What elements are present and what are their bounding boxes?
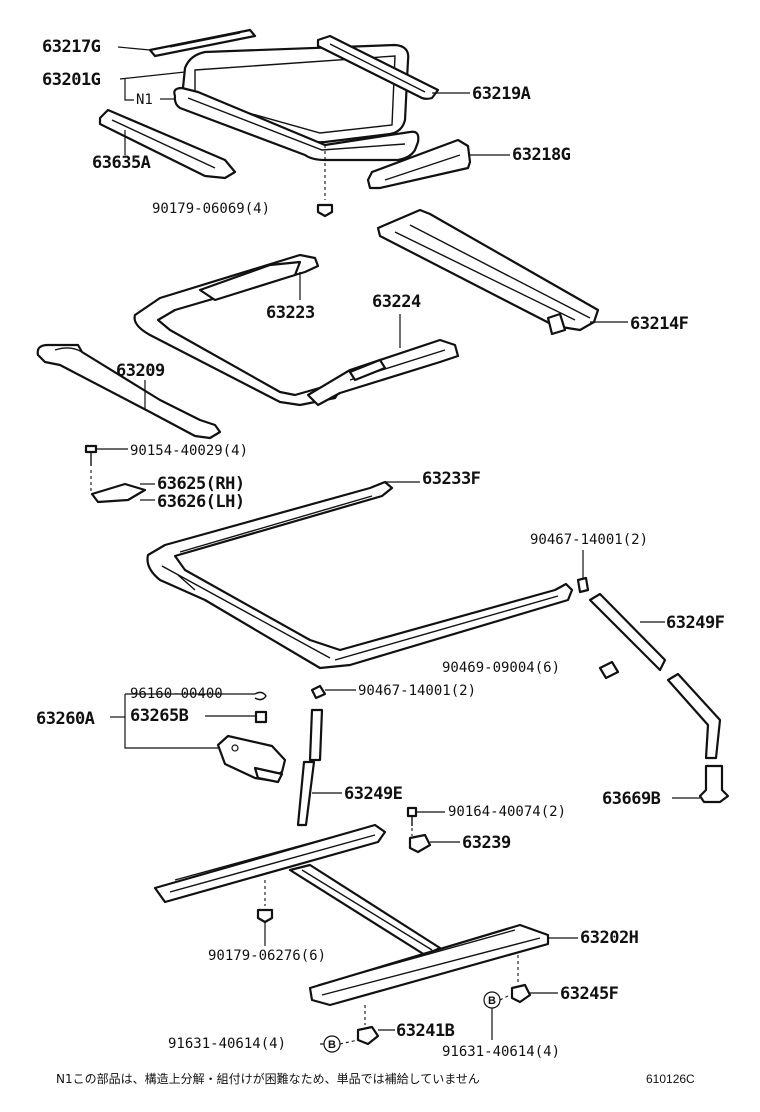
label-91631-40614-a: 91631-40614(4) bbox=[168, 1036, 286, 1052]
label-90179-06069: 90179-06069(4) bbox=[152, 201, 270, 217]
label-96160-00400: 96160-00400 bbox=[130, 686, 223, 702]
marker-b-left: B bbox=[323, 1035, 341, 1053]
part-63249e-hose[interactable] bbox=[296, 708, 324, 827]
label-63265b: 63265B bbox=[130, 706, 189, 726]
diagram-code: 610126C bbox=[646, 1072, 695, 1086]
svg-text:B: B bbox=[328, 1039, 336, 1051]
label-63241b: 63241B bbox=[396, 1021, 455, 1041]
label-63239: 63239 bbox=[462, 833, 511, 853]
label-90467-14001-a: 90467-14001(2) bbox=[530, 532, 648, 548]
part-63249f-hose[interactable] bbox=[588, 592, 722, 760]
bolt-90179-06069[interactable] bbox=[316, 203, 334, 218]
part-63223-frame[interactable] bbox=[133, 253, 342, 407]
nut-90179-06276[interactable] bbox=[256, 908, 274, 924]
label-63217g: 63217G bbox=[42, 37, 101, 57]
label-90164-40074: 90164-40074(2) bbox=[448, 804, 566, 820]
label-63233f: 63233F bbox=[422, 469, 481, 489]
clamp-90469-09004[interactable] bbox=[598, 660, 620, 680]
label-63635a: 63635A bbox=[92, 153, 151, 173]
label-63625: 63625(RH) bbox=[157, 474, 245, 494]
label-63669b: 63669B bbox=[602, 789, 661, 809]
label-90154-40029: 90154-40029(4) bbox=[130, 443, 248, 459]
clip-90467-14001-a[interactable] bbox=[576, 576, 590, 594]
label-63202h: 63202H bbox=[580, 928, 639, 948]
part-63219a[interactable] bbox=[316, 34, 440, 100]
part-63202h-rails[interactable] bbox=[153, 823, 550, 1007]
label-90467-14001-b: 90467-14001(2) bbox=[358, 683, 476, 699]
part-63625-63626-bracket[interactable] bbox=[90, 482, 147, 504]
part-63224[interactable] bbox=[306, 338, 460, 407]
label-63224: 63224 bbox=[372, 292, 421, 312]
label-63219a: 63219A bbox=[472, 84, 531, 104]
part-63260a-motor[interactable] bbox=[216, 734, 287, 784]
part-63669b[interactable] bbox=[698, 764, 730, 804]
label-63249e: 63249E bbox=[344, 784, 403, 804]
part-63214f-rail[interactable] bbox=[376, 208, 600, 336]
clip-90467-14001-b[interactable] bbox=[310, 684, 327, 700]
label-63218g: 63218G bbox=[512, 145, 571, 165]
part-n1-seal[interactable] bbox=[173, 86, 420, 162]
marker-b-right: B bbox=[483, 991, 501, 1009]
part-63233f-housing[interactable] bbox=[146, 480, 574, 670]
part-63245f[interactable] bbox=[510, 983, 532, 1004]
part-63218g[interactable] bbox=[366, 138, 472, 190]
footer-note: N1この部品は、構造上分解・組付けが困難なため、単品では補給していません bbox=[56, 1071, 480, 1086]
part-63241b[interactable] bbox=[356, 1025, 380, 1046]
svg-text:B: B bbox=[488, 995, 496, 1007]
label-63201g: 63201G bbox=[42, 70, 101, 90]
label-63249f: 63249F bbox=[666, 613, 725, 633]
screw-90164-40074[interactable] bbox=[406, 806, 418, 826]
part-63635a[interactable] bbox=[98, 108, 237, 180]
screw-90154-40029[interactable] bbox=[84, 444, 98, 466]
label-63209: 63209 bbox=[116, 361, 165, 381]
label-63260a: 63260A bbox=[36, 709, 95, 729]
label-90469-09004: 90469-09004(6) bbox=[442, 660, 560, 676]
label-63245f: 63245F bbox=[560, 984, 619, 1004]
label-90179-06276: 90179-06276(6) bbox=[208, 948, 326, 964]
label-63626: 63626(LH) bbox=[157, 492, 245, 512]
part-63239[interactable] bbox=[408, 833, 432, 854]
label-n1: N1 bbox=[136, 92, 153, 108]
part-63217g[interactable] bbox=[148, 28, 257, 58]
label-91631-40614-b: 91631-40614(4) bbox=[442, 1044, 560, 1060]
label-63214f: 63214F bbox=[630, 314, 689, 334]
washer-96160-00400[interactable] bbox=[254, 691, 267, 701]
label-63223: 63223 bbox=[266, 303, 315, 323]
part-63265b[interactable] bbox=[254, 710, 268, 724]
part-63209-arm[interactable] bbox=[36, 343, 222, 440]
